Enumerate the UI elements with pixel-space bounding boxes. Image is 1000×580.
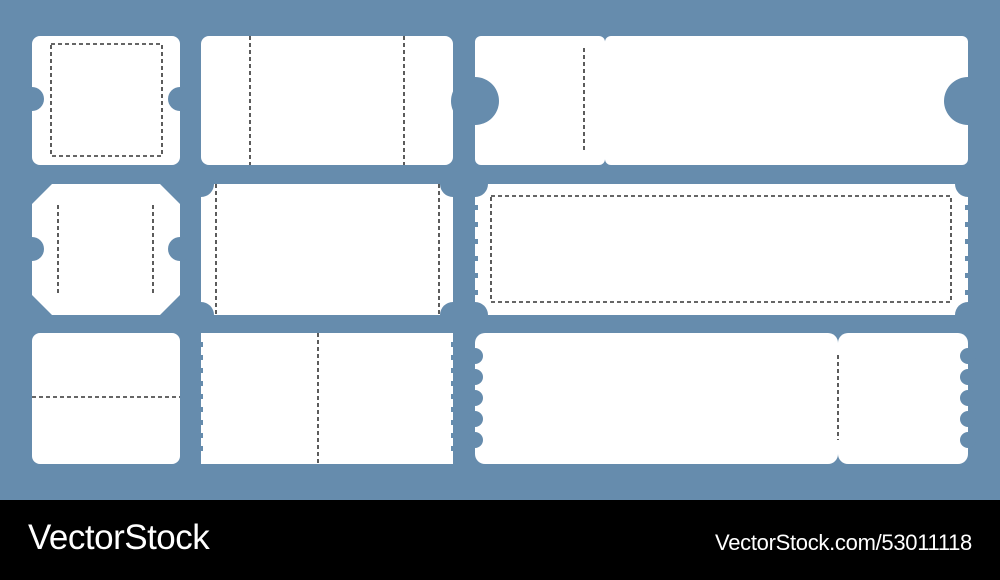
image-id-link: VectorStock.com/53011118 xyxy=(715,530,972,555)
ticket-7 xyxy=(32,333,180,464)
brand-logo-text: VectorStock xyxy=(28,518,210,557)
ticket-1 xyxy=(20,36,192,165)
watermark-footer: VectorStock VectorStock.com/53011118 xyxy=(0,500,1000,580)
ticket-templates-canvas: .tk { fill: #ffffff; } .bg { fill: #668c… xyxy=(0,0,1000,500)
ticket-4 xyxy=(20,184,192,315)
ticket-2 xyxy=(201,36,453,165)
ticket-5 xyxy=(188,171,466,328)
ticket-6 xyxy=(462,171,981,328)
tickets-illustration: .tk { fill: #ffffff; } .bg { fill: #668c… xyxy=(20,31,992,468)
ticket-8 xyxy=(201,333,453,464)
ticket-9 xyxy=(467,329,976,468)
ticket-3 xyxy=(451,31,992,170)
